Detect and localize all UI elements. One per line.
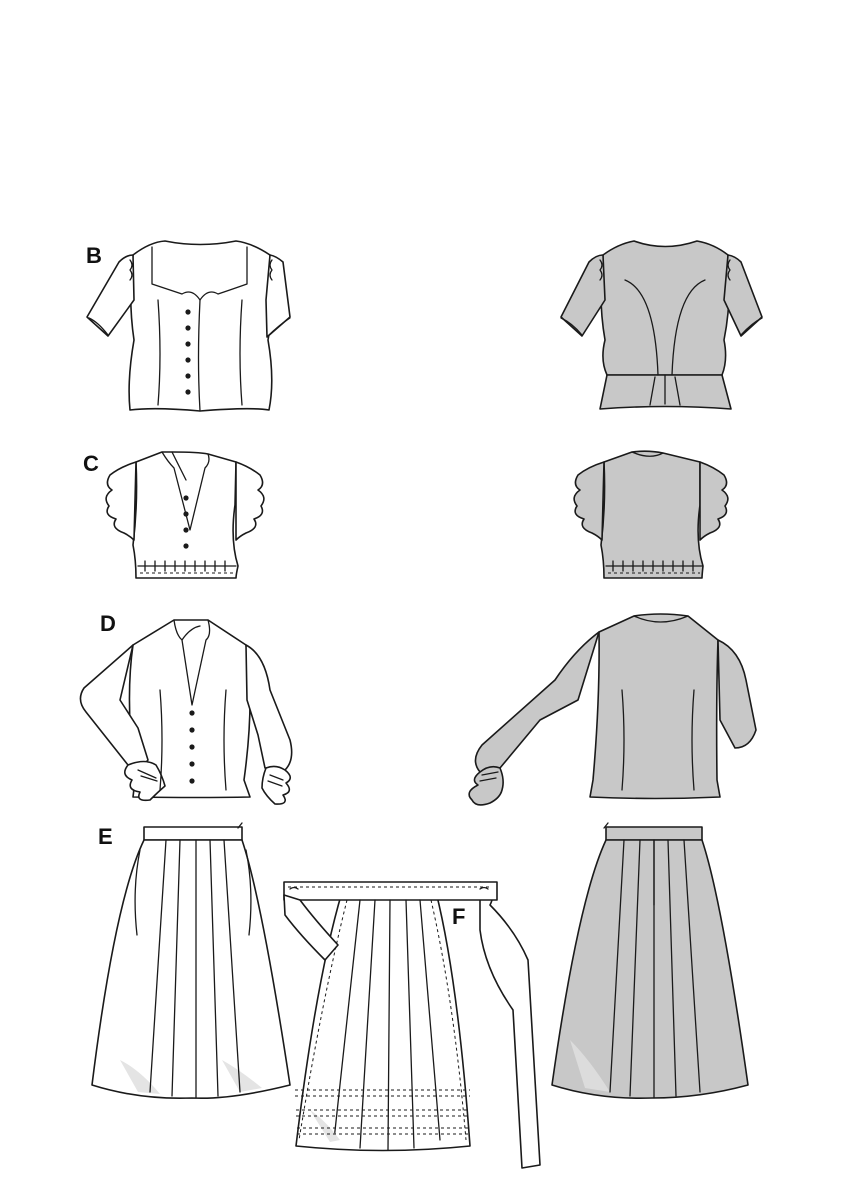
- view-c-front-vest: [105, 451, 265, 579]
- d-back-left-sleeve: [474, 631, 600, 773]
- c-back-right-frill: [699, 461, 729, 541]
- view-label-f: F: [452, 904, 466, 929]
- b-back-bodice: [600, 240, 731, 376]
- view-e-front-skirt: [91, 822, 291, 1100]
- b-front-buttons: [185, 309, 191, 395]
- view-f-apron: [283, 881, 541, 1169]
- view-c-back-vest: [573, 450, 729, 579]
- view-b-front-blouse: [86, 240, 291, 412]
- c-front-right-frill: [235, 461, 265, 541]
- d-front-right-sleeve: [245, 644, 293, 771]
- view-label-b: B: [86, 243, 102, 268]
- b-front-bodice: [128, 240, 274, 412]
- c-back-left-frill: [573, 461, 605, 541]
- d-front-right-ruffle: [261, 765, 292, 805]
- c-front-buttons: [183, 495, 189, 549]
- e-back-skirt: [551, 839, 749, 1100]
- c-front-elastic-gathers: [144, 560, 226, 572]
- view-label-c: C: [83, 451, 99, 476]
- f-apron-tie-right: [479, 881, 541, 1169]
- d-front-left-ruffle: [124, 760, 166, 802]
- d-back-left-ruffle: [468, 765, 504, 806]
- view-d-back-blouse: [468, 613, 757, 806]
- f-apron-tie-left: [283, 894, 339, 961]
- d-front-buttons: [189, 710, 195, 784]
- b-front-right-sleeve: [265, 254, 291, 338]
- c-back-body: [600, 450, 704, 579]
- e-front-skirt: [91, 839, 291, 1100]
- c-front-left-frill: [105, 461, 137, 541]
- f-apron-waistband: [283, 881, 498, 901]
- b-front-left-sleeve: [86, 254, 135, 337]
- b-back-left-sleeve: [560, 254, 606, 337]
- e-back-waistband: [605, 826, 703, 841]
- b-back-right-sleeve: [723, 254, 763, 337]
- view-e-back-skirt: [551, 822, 749, 1100]
- view-b-back-blouse: [560, 240, 763, 410]
- d-back-right-sleeve: [717, 639, 757, 749]
- view-label-d: D: [100, 611, 116, 636]
- view-label-e: E: [98, 824, 113, 849]
- d-back-bodice: [589, 613, 721, 800]
- e-front-waistband: [143, 826, 243, 841]
- view-d-front-blouse: [79, 619, 293, 805]
